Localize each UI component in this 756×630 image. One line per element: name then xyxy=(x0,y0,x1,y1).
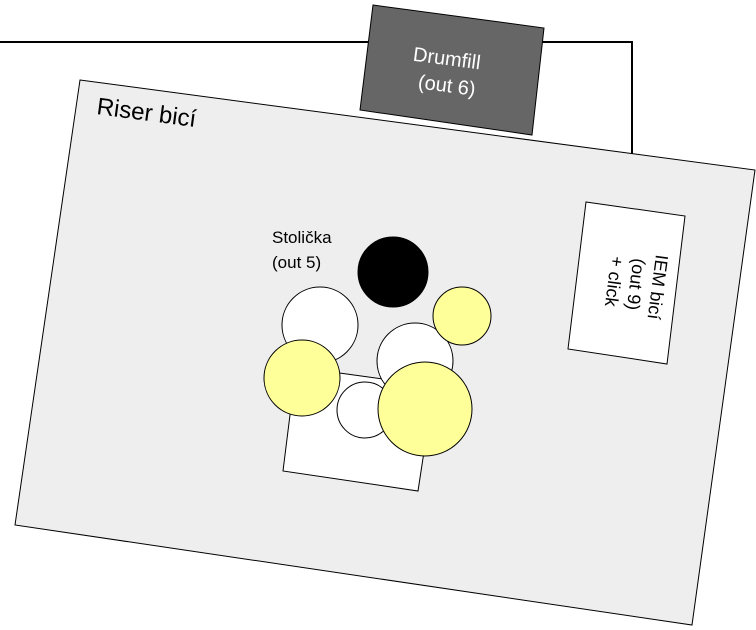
cymbal-left xyxy=(263,339,341,417)
drum-stool xyxy=(357,236,429,308)
iem-box: IEM bicí (out 9) + click xyxy=(567,201,686,365)
cymbal-small-right xyxy=(432,286,492,346)
stool-label: Stolička xyxy=(272,228,332,247)
stool-output-label: (out 5) xyxy=(272,253,321,272)
drumfill-monitor: Drumfill (out 6) xyxy=(359,4,545,136)
cymbal-large-right xyxy=(377,361,473,457)
